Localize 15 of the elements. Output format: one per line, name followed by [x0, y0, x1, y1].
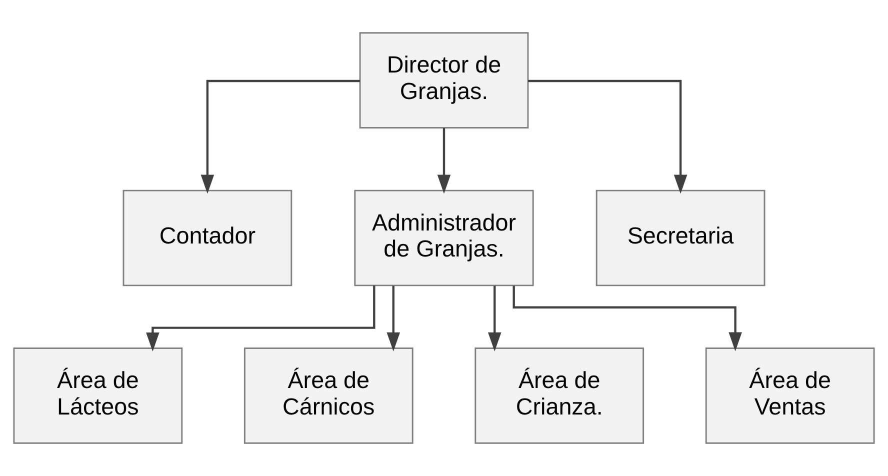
node-box: Área de Ventas — [705, 348, 875, 444]
node-box: Área de Crianza. — [474, 348, 644, 444]
node-box: Área de Cárnicos — [244, 348, 414, 444]
arrow — [488, 286, 502, 352]
node-box: Área de Lácteos — [13, 348, 183, 444]
arrow — [200, 80, 360, 194]
arrow — [386, 286, 400, 352]
arrow — [437, 128, 451, 194]
node-box: Director de Granjas. — [359, 32, 529, 128]
node-box: Contador — [122, 190, 292, 286]
arrow — [528, 80, 688, 194]
arrow — [146, 286, 376, 352]
node-box: Secretaria — [596, 190, 766, 286]
arrow — [512, 286, 742, 352]
node-box: Administrador de Granjas. — [354, 190, 534, 286]
